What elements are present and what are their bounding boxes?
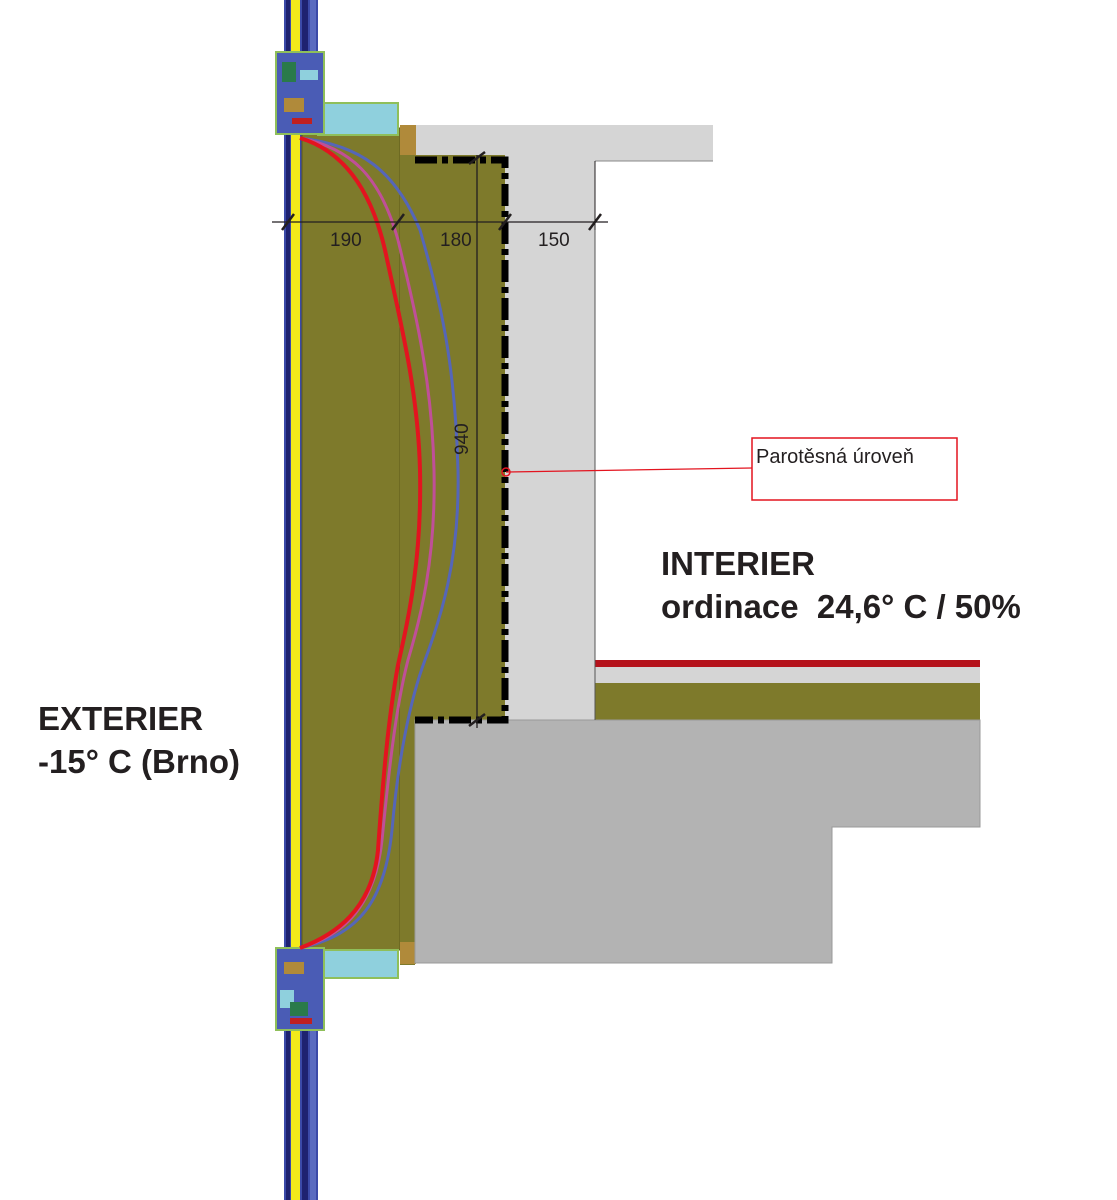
- interior-title: INTERIER: [661, 545, 815, 582]
- exterior-conditions: -15° C (Brno): [38, 743, 240, 780]
- wood-block-top: [400, 125, 416, 155]
- interior-conditions: ordinace 24,6° C / 50%: [661, 588, 1021, 625]
- floor-insulation: [595, 683, 980, 720]
- inner-insulation-lower: [400, 720, 415, 965]
- dimension-vertical: [468, 151, 486, 728]
- dimension-label-940: 940: [452, 423, 473, 455]
- callout-label: Parotěsná úroveň: [756, 446, 914, 468]
- callout-marker: [501, 467, 511, 477]
- wood-block-bottom: [400, 942, 416, 964]
- glass-box-bottom: [317, 949, 399, 979]
- dimension-label-150: 150: [538, 230, 570, 251]
- window-frame-bottom: [275, 947, 325, 1031]
- isotherm-blue: [299, 136, 460, 950]
- floor-finish: [595, 660, 980, 667]
- glass-box-top: [317, 102, 399, 136]
- dimension-label-190: 190: [330, 230, 362, 251]
- callout-box: [751, 437, 958, 501]
- window-frame-top: [275, 51, 325, 135]
- dimension-horizontal: [272, 161, 608, 231]
- floor-slab: [414, 719, 981, 964]
- exterior-title: EXTERIER: [38, 700, 203, 737]
- isotherm-magenta: [299, 136, 436, 950]
- isotherm-red: [299, 136, 423, 950]
- dimension-label-180: 180: [440, 230, 472, 251]
- vapor-barrier-line: [415, 156, 509, 724]
- floor-screed: [595, 667, 980, 683]
